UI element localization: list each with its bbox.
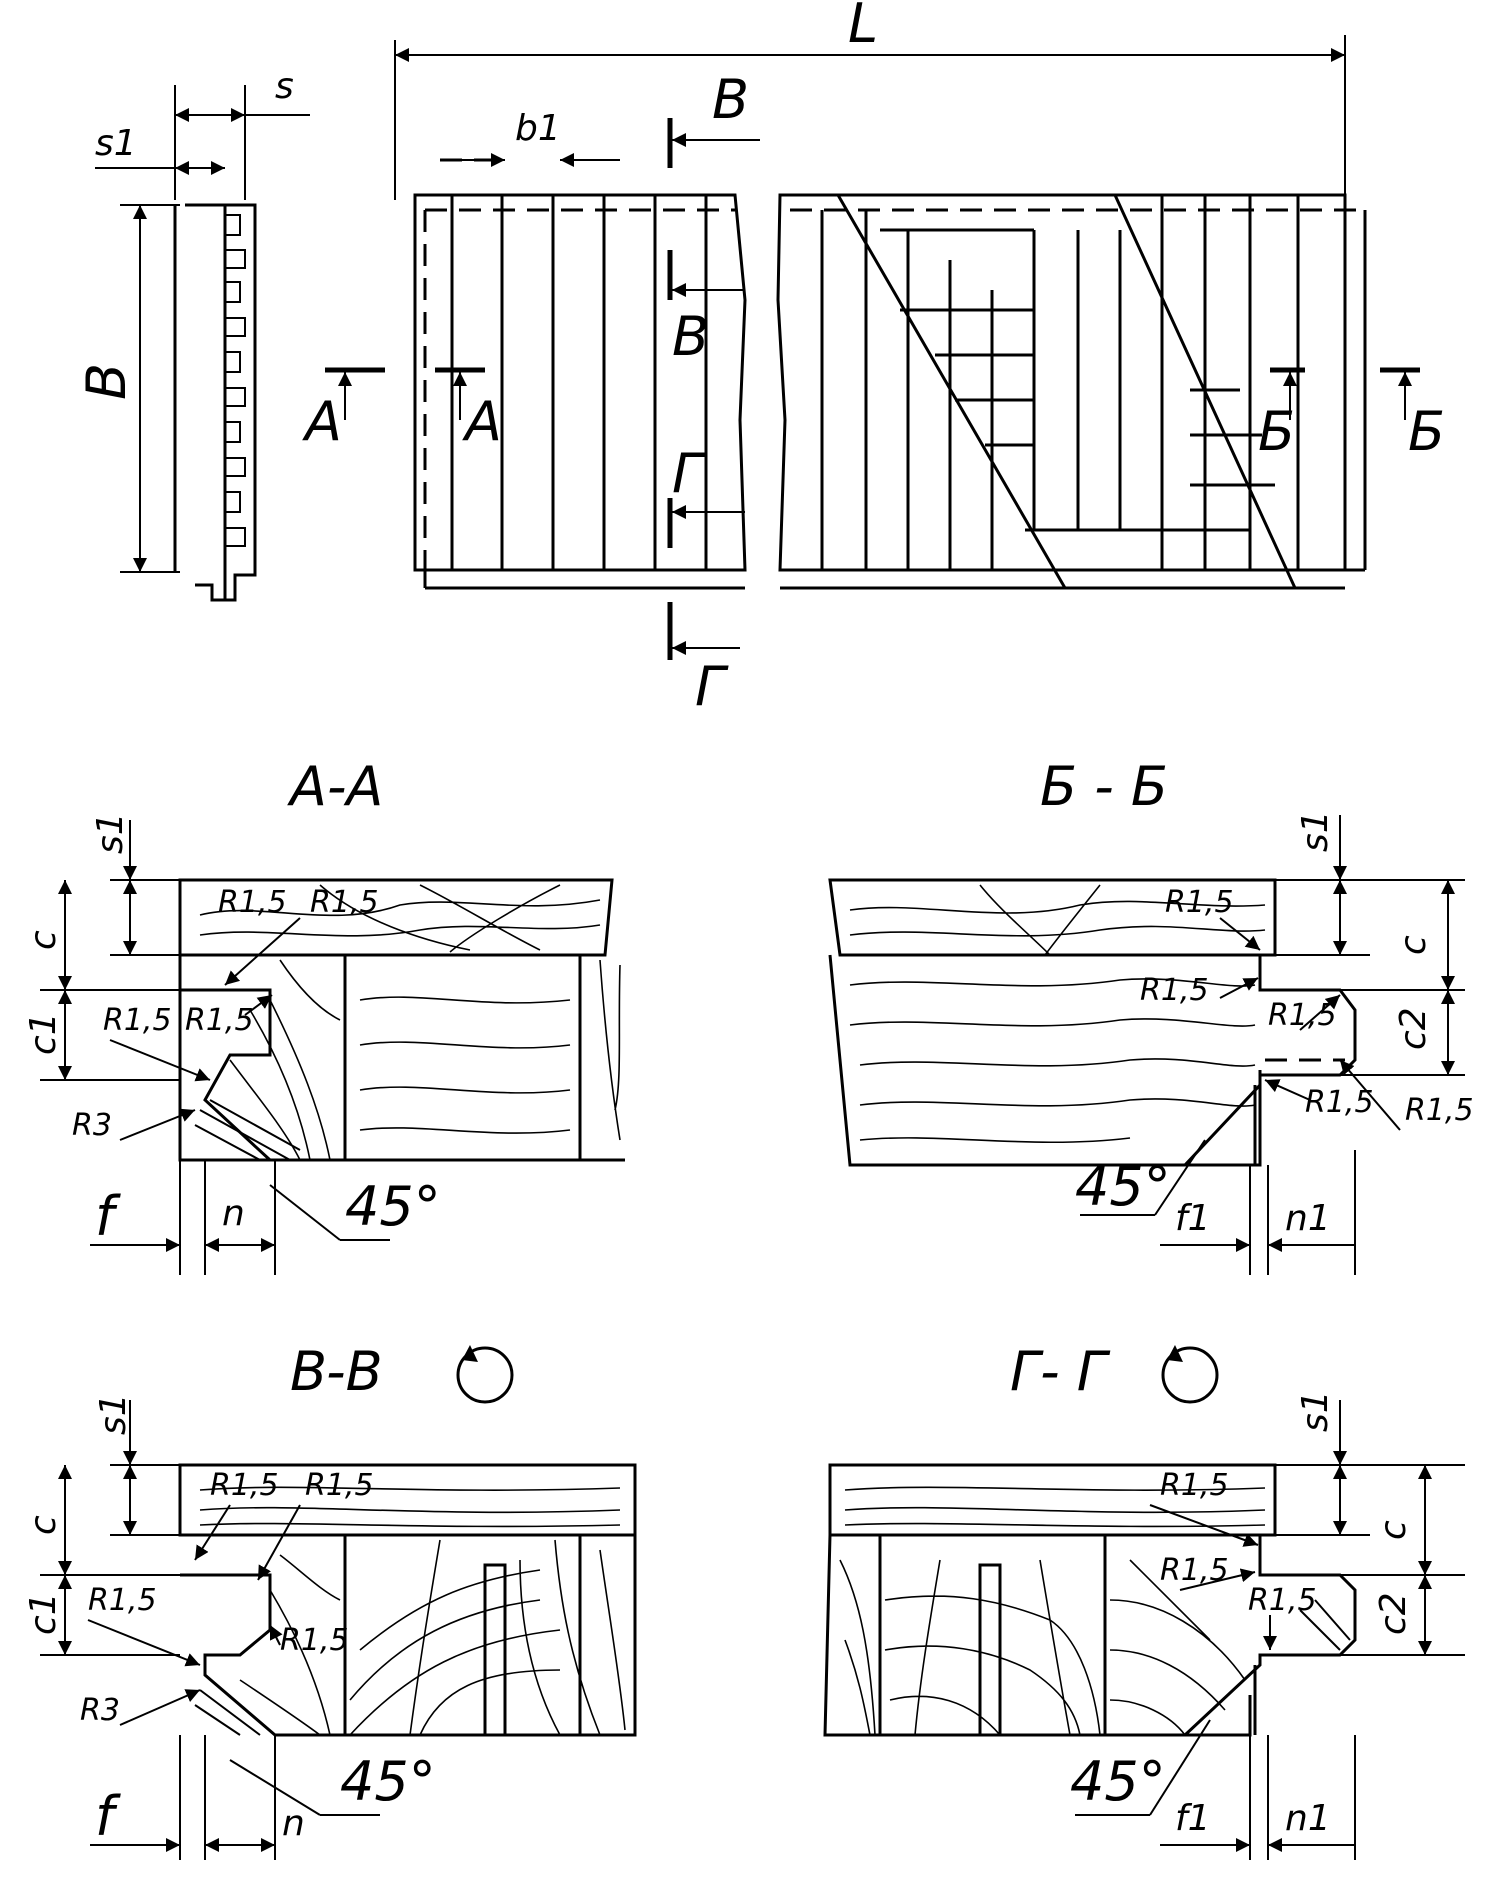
section-vv: B-B s1 c c1 R1,5 R1,5 R1,5 R1,5 R3: [23, 1340, 637, 1860]
vv-s1-label: s1: [93, 1393, 134, 1435]
section-gg: Г- Г s1 c c2 R1,5 R1,5 R1,5: [823, 1340, 1465, 1860]
section-V-top-label: B: [712, 68, 749, 131]
section-B-cyr-left-label: Б: [1258, 400, 1295, 463]
dim-b1-label: b1: [515, 108, 561, 149]
section-bb-title: Б - Б: [1040, 755, 1168, 818]
bb-angle-label: 45°: [1075, 1155, 1171, 1218]
section-A-right-label: A: [462, 390, 502, 453]
vv-r3: R3: [80, 1693, 120, 1728]
vv-r-low: R1,5: [280, 1623, 349, 1658]
side-profile-view: s s1 B: [75, 66, 310, 602]
vv-f-label: f: [95, 1785, 121, 1848]
aa-r-top2: R1,5: [310, 885, 379, 920]
vv-r-top2: R1,5: [305, 1468, 374, 1503]
aa-r3: R3: [72, 1108, 112, 1143]
section-G-bottom-label: Г: [695, 655, 729, 718]
vv-angle-label: 45°: [340, 1750, 436, 1813]
aa-r-mid1: R1,5: [103, 1003, 172, 1038]
gg-c2-label: c2: [1373, 1592, 1414, 1635]
dim-s1-label: s1: [95, 123, 137, 164]
bb-n1-label: n1: [1285, 1198, 1331, 1239]
bb-s1-label: s1: [1295, 810, 1336, 852]
section-B-cyr-right-label: Б: [1408, 400, 1445, 463]
vv-n-label: n: [282, 1803, 305, 1844]
vv-c1-label: c1: [23, 1592, 64, 1635]
section-aa-title: A-A: [287, 755, 383, 818]
bb-f1-label: f1: [1175, 1198, 1211, 1239]
bb-c2-label: c2: [1393, 1007, 1434, 1050]
aa-c1-label: c1: [23, 1012, 64, 1055]
bb-r-top: R1,5: [1165, 885, 1234, 920]
gg-r-low: R1,5: [1248, 1583, 1317, 1618]
gg-r-top: R1,5: [1160, 1468, 1229, 1503]
vv-r-mid: R1,5: [88, 1583, 157, 1618]
aa-n-label: n: [222, 1193, 245, 1234]
rotation-icon: [456, 1346, 514, 1404]
aa-angle-label: 45°: [345, 1175, 441, 1238]
gg-n1-label: n1: [1285, 1798, 1331, 1839]
section-vv-title: B-B: [290, 1340, 383, 1403]
rotation-icon: [1161, 1346, 1219, 1404]
bb-r-out: R1,5: [1405, 1093, 1474, 1128]
section-aa: A-A s1 c c1 R1,5 R1,5 R1,5 R1,5 R3: [23, 755, 625, 1275]
aa-c-label: c: [23, 930, 64, 950]
dim-s-label: s: [275, 66, 294, 107]
dim-L-label: L: [848, 0, 878, 55]
aa-r-mid2: R1,5: [185, 1003, 254, 1038]
bb-c-label: c: [1393, 935, 1434, 955]
vv-r-top1: R1,5: [210, 1468, 279, 1503]
aa-s1-label: s1: [90, 812, 131, 854]
plan-view: L b1: [302, 0, 1445, 718]
gg-f1-label: f1: [1175, 1798, 1211, 1839]
dim-B-label: B: [75, 363, 138, 400]
gg-s1-label: s1: [1295, 1390, 1336, 1432]
section-V-mid-label: B: [672, 305, 709, 368]
section-A-left-label: A: [302, 390, 342, 453]
bb-r-low: R1,5: [1305, 1085, 1374, 1120]
aa-r-top1: R1,5: [218, 885, 287, 920]
gg-r-mid: R1,5: [1160, 1553, 1229, 1588]
section-G-mid-label: Г: [672, 442, 706, 505]
vv-c-label: c: [23, 1515, 64, 1535]
section-bb: Б - Б s1 c c2 R1,5 R1,5 R1,5 R1,5 R1,5: [828, 755, 1474, 1275]
aa-f-label: f: [95, 1185, 121, 1248]
section-gg-title: Г- Г: [1010, 1340, 1111, 1403]
bb-r-mid: R1,5: [1140, 973, 1209, 1008]
gg-c-label: c: [1373, 1520, 1414, 1540]
gg-angle-label: 45°: [1070, 1750, 1166, 1813]
